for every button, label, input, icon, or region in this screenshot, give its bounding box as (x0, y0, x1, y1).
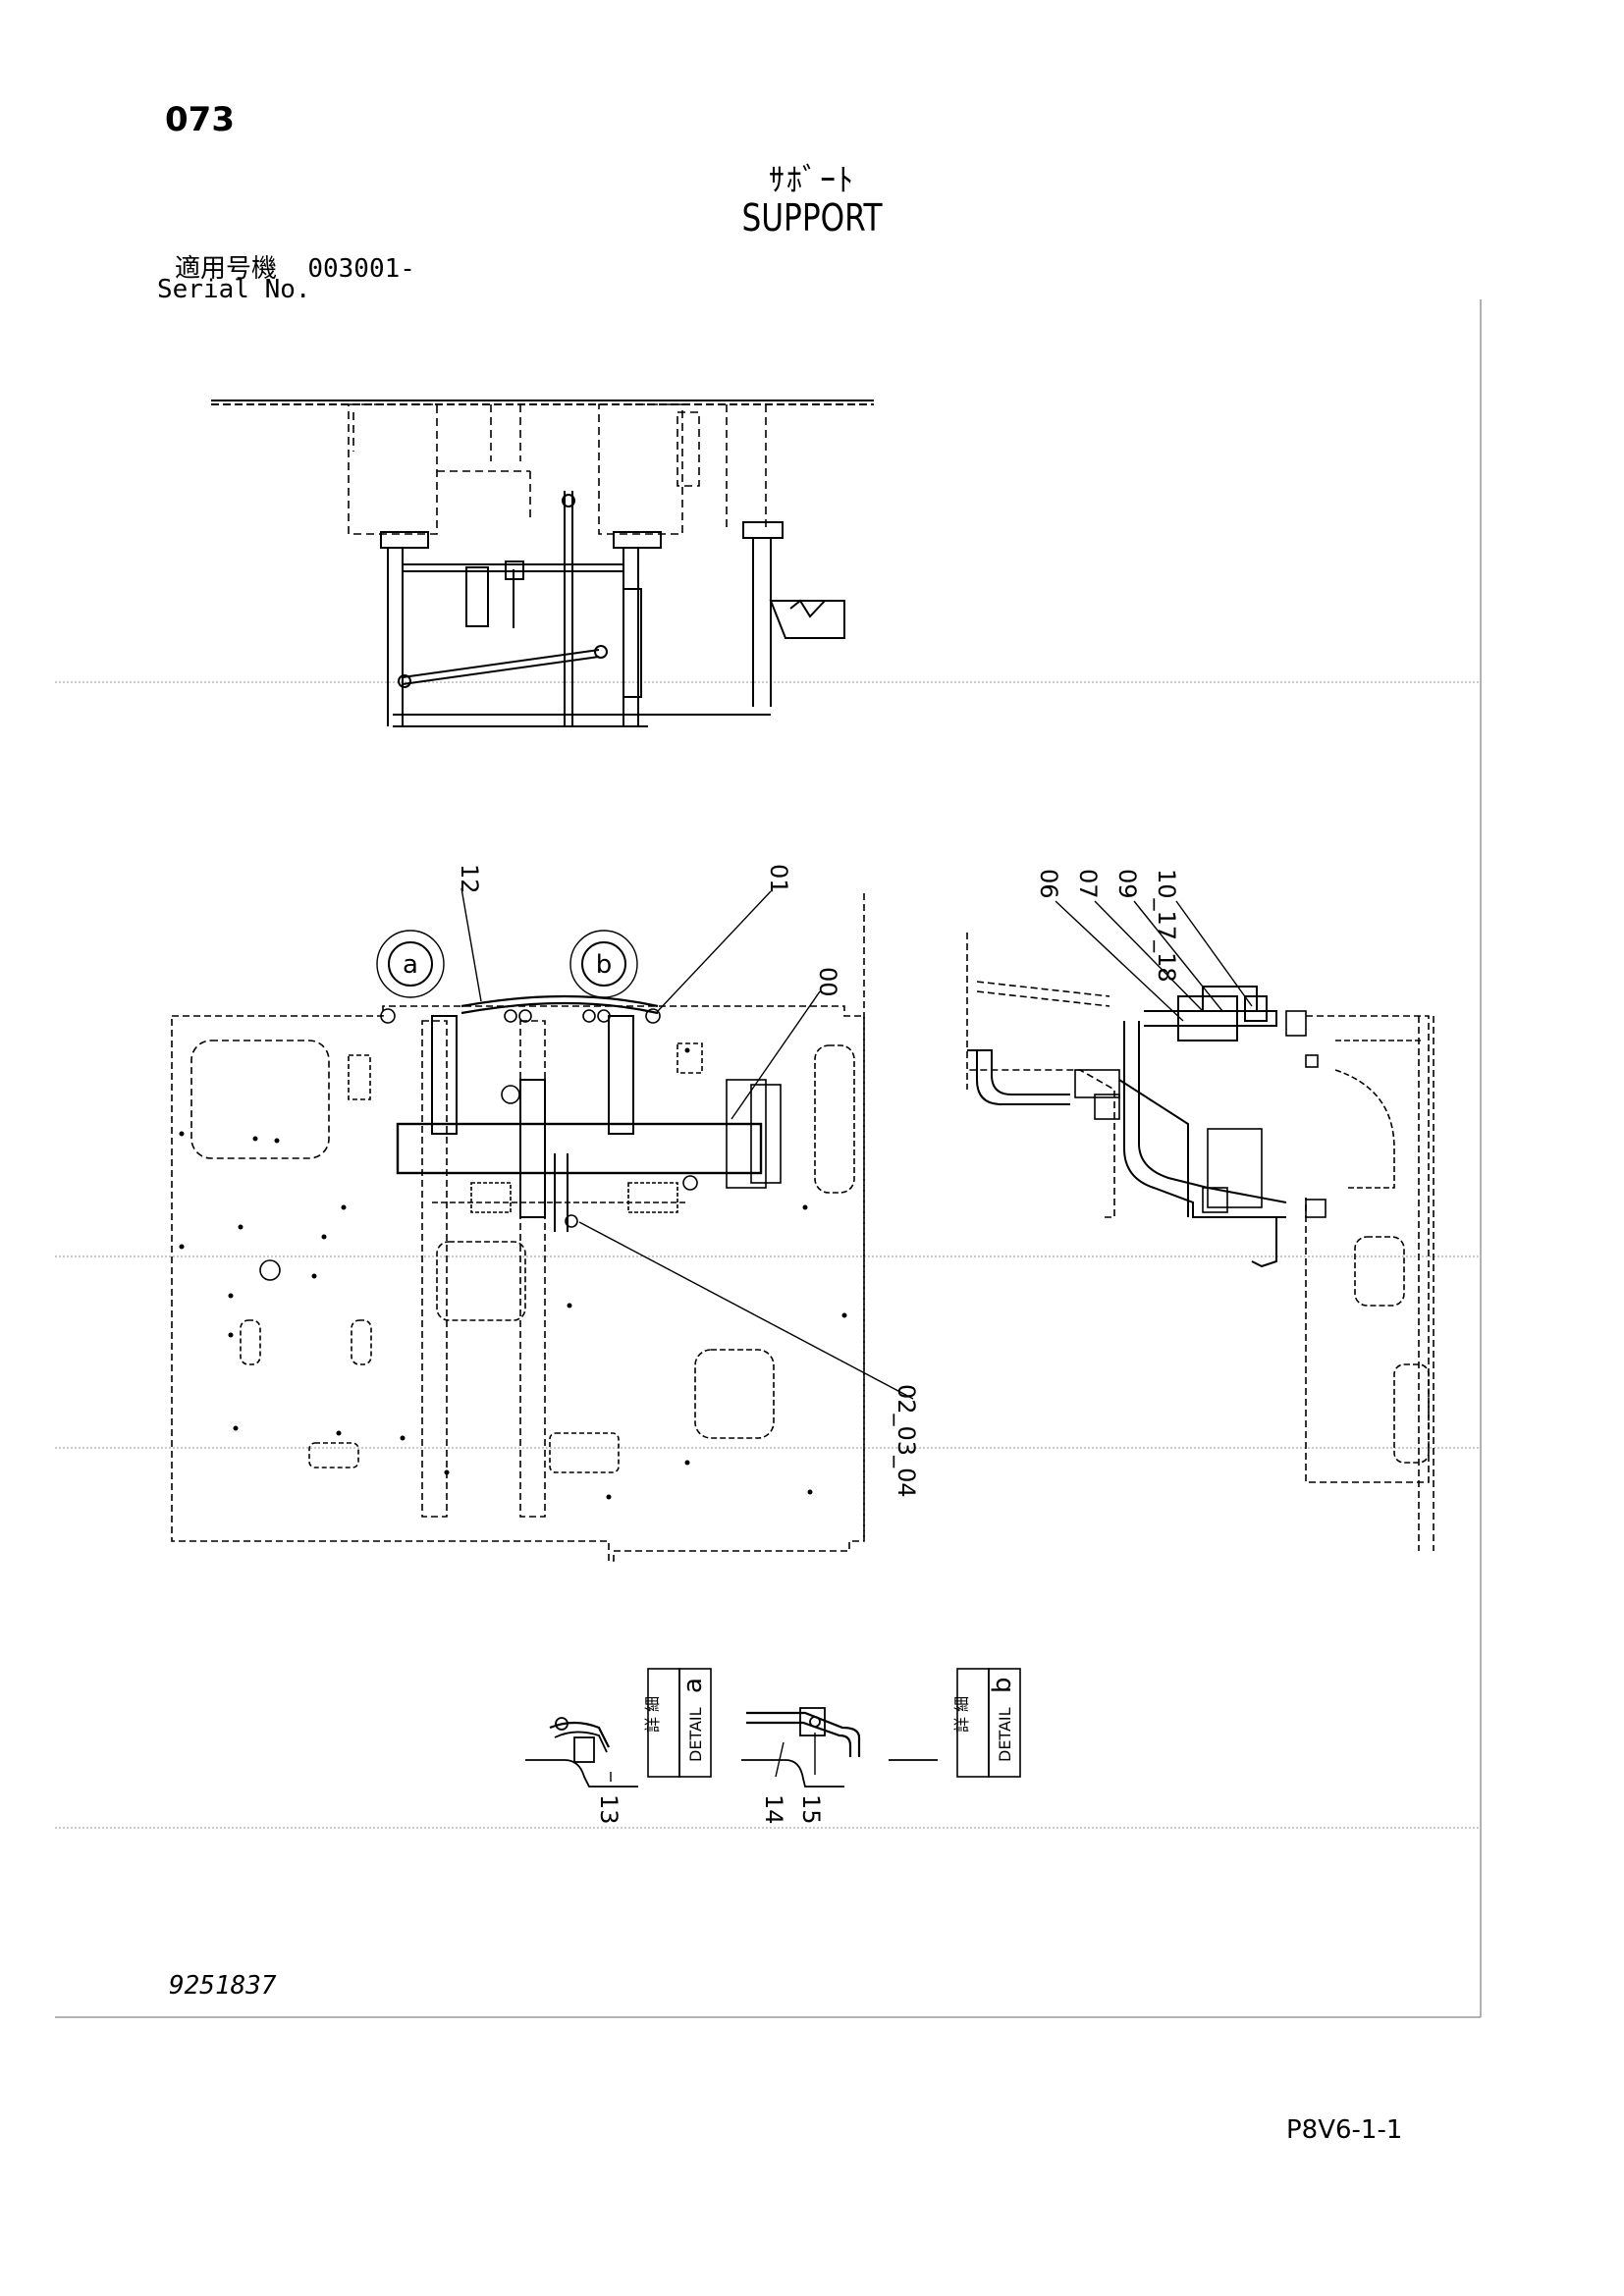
serial-label-japanese: 適用号機 (175, 254, 278, 284)
detail-balloons: a b (376, 930, 638, 998)
serial-line-japanese: 適用号機 003001- (175, 248, 415, 285)
callout-12: 12 (456, 864, 483, 894)
callout-07: 07 (1074, 869, 1102, 899)
callout-09: 09 (1113, 869, 1141, 899)
page-number: 073 (165, 100, 235, 139)
plan-view (171, 893, 865, 1562)
callout-14: 14 (760, 1794, 787, 1825)
callout-00: 00 (814, 967, 841, 997)
page-code: P8V6-1-1 (1286, 2115, 1403, 2145)
detail-a-label: DETAIL (686, 1707, 705, 1762)
detail-a-kanji: 詳 細 (643, 1696, 662, 1733)
leader-lines (460, 887, 1253, 1782)
title-english: SUPPORT (741, 196, 883, 240)
detail-b-label: DETAIL (996, 1707, 1014, 1762)
serial-value: 003001- (307, 254, 415, 284)
detail-views (525, 1707, 938, 1788)
callout-13: 13 (595, 1794, 623, 1825)
top-elevation-view (211, 400, 874, 727)
serial-label-english: Serial No. (157, 275, 311, 304)
detail-b-kanji: 詳 細 (952, 1696, 971, 1733)
side-view (966, 933, 1435, 1551)
balloon-b-letter: b (596, 950, 613, 980)
callout-02-03-04: 02_03_04 (893, 1384, 920, 1498)
callout-10-17-18: 10_17_18 (1153, 869, 1180, 983)
callout-01: 01 (765, 864, 792, 894)
callout-15: 15 (797, 1794, 825, 1825)
balloon-a-letter: a (403, 950, 418, 980)
drawing-number: 9251837 (169, 1971, 277, 2001)
detail-a-tag: 詳 細 DETAIL a (643, 1668, 712, 1778)
detail-a-letter: a (678, 1678, 708, 1693)
callout-numbers: 12 01 00 02_03_04 06 07 09 10_17_18 13 1… (456, 864, 1180, 1825)
section-divider-lines (55, 681, 1481, 1829)
title-japanese: ｻﾎﾞｰﾄ (768, 161, 855, 198)
callout-06: 06 (1035, 869, 1062, 899)
frame-lines (55, 299, 1482, 2018)
detail-b-tag: 詳 細 DETAIL b (952, 1668, 1021, 1778)
plan-holes (179, 1047, 847, 1500)
detail-b-letter: b (988, 1677, 1017, 1693)
